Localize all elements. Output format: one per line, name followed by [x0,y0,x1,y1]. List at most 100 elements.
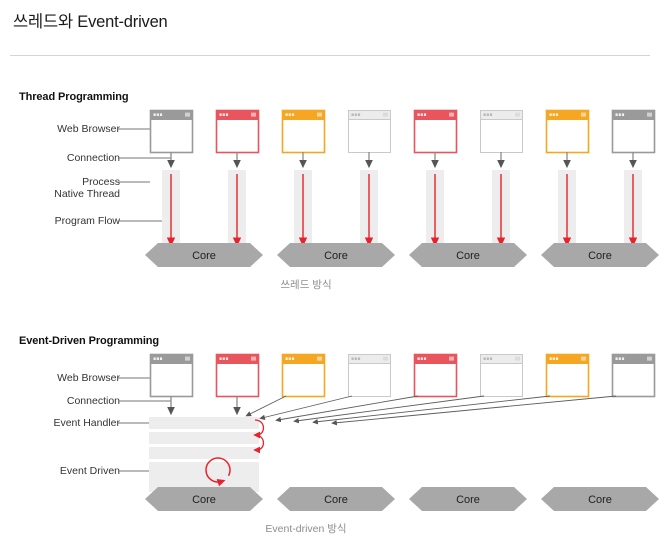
browser-dot-icon [354,113,357,116]
browser-titlebar-event-1 [216,354,259,364]
browser-dot-icon [483,113,486,116]
core-hexagon-thread-1[interactable] [277,243,395,267]
label-event-driven: Event Driven [59,465,120,477]
browser-window-event-1[interactable] [215,353,260,398]
browser-titlebar-event-4 [414,354,457,364]
browser-window-thread-0[interactable] [149,109,194,154]
browser-dot-icon [288,357,291,360]
browser-window-event-5[interactable] [480,354,523,397]
browser-dot-icon [354,357,357,360]
browser-dot-icon [555,357,559,360]
browser-dot-icon [483,357,486,360]
core-hexagon-event-2[interactable] [409,487,527,511]
browser-window-thread-3[interactable] [348,110,391,153]
browser-dot-icon [552,113,555,116]
browser-dot-icon [285,113,288,116]
browser-dot-icon [219,357,222,360]
event-handler-row-3 [149,462,259,474]
browser-control-icon [647,112,652,117]
core-hexagon-thread-3[interactable] [541,243,659,267]
browser-dot-icon [621,113,625,116]
thread-column-7 [624,170,642,244]
browser-window-thread-1[interactable] [215,109,260,154]
browser-dot-icon [615,113,618,116]
browser-dot-icon [417,113,420,116]
browser-window-event-7[interactable] [611,353,656,398]
browser-control-icon [185,356,190,361]
browser-dot-icon [549,357,552,360]
section-heading-thread: Thread Programming [19,91,129,103]
browser-control-icon [515,356,520,361]
browser-dot-icon [486,113,489,116]
browser-dot-icon [225,113,229,116]
event-dispatch-arrow-2 [245,395,287,417]
browser-control-icon [581,112,586,117]
browser-dot-icon [357,113,361,116]
thread-column-1 [228,170,246,244]
browser-dot-icon [621,357,625,360]
browser-dot-icon [291,357,295,360]
thread-column-3 [360,170,378,244]
browser-dot-icon [288,113,291,116]
core-label-event-2: Core [456,494,480,506]
browser-titlebar-thread-4 [414,110,457,120]
browser-window-event-4[interactable] [413,353,458,398]
browser-dot-icon [222,357,225,360]
browser-dot-icon [357,357,361,360]
core-hexagon-event-0[interactable] [145,487,263,511]
browser-dot-icon [423,357,427,360]
section-heading-event: Event-Driven Programming [19,335,160,347]
browser-dot-icon [552,357,555,360]
browser-window-event-2[interactable] [281,353,326,398]
browser-dot-icon [285,357,288,360]
browser-window-thread-4[interactable] [413,109,458,154]
event-dispatch-arrow-4 [275,395,419,423]
browser-titlebar-thread-7 [612,110,655,120]
browser-window-event-6[interactable] [545,353,590,398]
event-dispatch-arrow-3 [259,395,353,420]
browser-control-icon [317,112,322,117]
browser-titlebar-thread-2 [282,110,325,120]
browser-control-icon [251,356,256,361]
browser-dot-icon [351,357,354,360]
browser-control-icon [383,112,388,117]
browser-window-event-0[interactable] [149,353,194,398]
label-web-browser-thread: Web Browser [57,123,120,135]
core-hexagon-thread-2[interactable] [409,243,527,267]
browser-dot-icon [423,113,427,116]
browser-dot-icon [222,113,225,116]
browser-window-thread-5[interactable] [480,110,523,153]
core-hexagon-event-1[interactable] [277,487,395,511]
browser-titlebar-event-5 [480,354,523,364]
caption-event: Event-driven 방식 [265,523,347,535]
core-label-event-1: Core [324,494,348,506]
browser-dot-icon [159,357,163,360]
browser-window-thread-7[interactable] [611,109,656,154]
core-hexagon-thread-0[interactable] [145,243,263,267]
core-hexagon-event-3[interactable] [541,487,659,511]
browser-dot-icon [153,113,156,116]
browser-window-event-3[interactable] [348,354,391,397]
browser-control-icon [383,356,388,361]
browser-control-icon [317,356,322,361]
page-title: 쓰레드와 Event-driven [13,13,168,31]
browser-titlebar-event-0 [150,354,193,364]
browser-dot-icon [219,113,222,116]
browser-dot-icon [618,357,621,360]
browser-window-thread-2[interactable] [281,109,326,154]
browser-titlebar-event-2 [282,354,325,364]
core-label-thread-2: Core [456,250,480,262]
event-dispatch-arrow-7 [331,395,617,426]
browser-titlebar-thread-6 [546,110,589,120]
event-handler-row-0 [149,417,259,429]
browser-window-thread-6[interactable] [545,109,590,154]
browser-dot-icon [618,113,621,116]
handler-loop-arrow-0 [253,419,265,439]
event-handler-row-1 [149,432,259,444]
browser-dot-icon [420,113,423,116]
browser-dot-icon [420,357,423,360]
label-connection-thread: Connection [66,152,120,164]
event-dispatch-arrow-5 [293,395,485,424]
